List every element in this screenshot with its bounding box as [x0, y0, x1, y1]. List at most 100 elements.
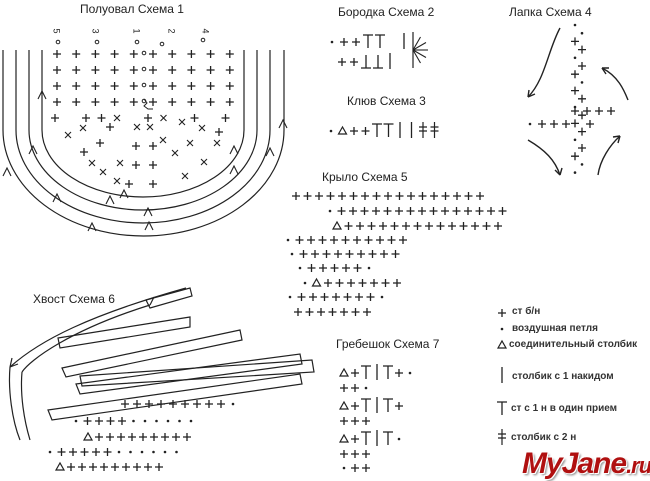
sc-plus-icon: [393, 279, 401, 287]
sc-plus-icon: [128, 433, 136, 441]
sc-plus-icon: [53, 82, 61, 90]
sc-plus-icon: [328, 308, 337, 316]
chain-dot-icon: [580, 31, 584, 35]
sc-plus-icon: [578, 94, 586, 103]
sc-plus-icon: [344, 222, 353, 230]
sc-plus-icon: [168, 66, 177, 74]
sc-plus-icon: [571, 86, 579, 95]
sc-plus-icon: [453, 192, 461, 200]
chain-dot-icon: [189, 419, 193, 423]
sc-plus-icon: [352, 38, 360, 46]
sc-plus-icon: [350, 58, 358, 66]
sc-plus-icon: [125, 180, 133, 188]
chain-dot-icon: [48, 450, 52, 454]
sc-plus-icon: [57, 448, 66, 456]
tail-outline-line: [21, 304, 151, 373]
sc-plus-icon: [364, 236, 373, 244]
arrow-head-icon: [554, 167, 563, 176]
slip-stitch-triangle-icon: [331, 220, 343, 230]
tail-outline-line: [8, 366, 31, 441]
sc-plus-icon: [299, 250, 308, 258]
sc-plus-icon: [80, 148, 88, 156]
sc-plus-icon: [82, 114, 90, 122]
row-number: 5: [51, 28, 62, 34]
scheme1-title: Полуовал Схема 1: [80, 2, 184, 16]
chain-dot-icon: [328, 209, 332, 213]
chain-dot-icon: [303, 281, 307, 285]
sc-plus-icon: [149, 180, 157, 188]
sc-plus-icon: [395, 402, 403, 410]
sc-plus-icon: [418, 207, 426, 215]
scheme3-title: Клюв Схема 3: [347, 94, 426, 108]
sc-plus-icon: [335, 279, 344, 287]
sc-plus-icon: [571, 107, 579, 115]
sc-plus-icon: [132, 161, 140, 169]
sc-plus-icon: [357, 250, 365, 258]
direction-arrow-icon: [229, 164, 239, 175]
sc-plus-icon: [129, 82, 138, 90]
dc-together-t-icon: [383, 365, 393, 379]
sc-plus-icon: [149, 66, 157, 74]
inverted-t-icon: [373, 55, 383, 69]
sc-plus-icon: [586, 120, 594, 128]
row-number: 4: [200, 28, 211, 34]
chain-dot-icon: [178, 419, 181, 423]
sc-plus-icon: [351, 450, 359, 458]
sc-plus-icon: [106, 433, 114, 441]
sc-plus-icon: [353, 236, 361, 244]
chain-dot-icon: [329, 129, 333, 133]
sc-plus-icon: [345, 250, 354, 258]
chain-dot-icon: [380, 295, 384, 299]
dc-together-t-icon: [361, 365, 371, 379]
slip-stitch-triangle-icon: [311, 277, 322, 287]
ring-icon: [141, 82, 147, 88]
sc-plus-icon: [91, 98, 100, 106]
chain-dot-icon: [166, 419, 170, 423]
radiating-line: [412, 49, 427, 58]
sc-plus-icon: [360, 207, 369, 215]
direction-arrow-icon: [229, 144, 239, 155]
cross-icon: [64, 131, 72, 139]
sc-plus-icon: [225, 98, 234, 106]
curved-arrow-line: [527, 27, 561, 98]
sc-plus-icon: [51, 114, 59, 122]
sc-plus-icon: [464, 192, 473, 200]
sc-plus-icon: [110, 82, 119, 90]
ring-icon: [200, 37, 206, 43]
legend-label-dot: воздушная петля: [512, 323, 598, 334]
sc-plus-icon: [353, 264, 362, 272]
sc-plus-icon: [144, 463, 152, 471]
sc-plus-icon: [498, 207, 507, 215]
sc-plus-icon: [340, 308, 348, 316]
sc-plus-icon: [190, 114, 199, 122]
sc-plus-icon: [72, 98, 81, 106]
sc-plus-icon: [441, 207, 449, 215]
tail-feather-band: [79, 359, 315, 387]
ring-icon: [141, 66, 147, 72]
sc-plus-icon: [578, 127, 586, 136]
sc-plus-icon: [338, 192, 346, 200]
dc-together-t-icon: [497, 401, 507, 415]
round-outline-line: [2, 50, 285, 237]
cross-icon: [113, 114, 121, 122]
radiating-line: [412, 49, 421, 64]
chain-dot-icon: [143, 419, 147, 423]
sc-plus-icon: [379, 222, 387, 230]
sc-plus-icon: [315, 192, 323, 200]
direction-arrow-icon: [87, 221, 97, 232]
legend-label-bar: столбик с 1 накидом: [512, 371, 614, 382]
sc-plus-icon: [471, 222, 479, 230]
sc-plus-icon: [383, 207, 392, 215]
sc-plus-icon: [96, 139, 104, 147]
sc-plus-icon: [571, 119, 579, 128]
sc-plus-icon: [349, 192, 358, 200]
sc-plus-icon: [340, 417, 348, 425]
sc-plus-icon: [368, 250, 377, 258]
sc-plus-icon: [106, 123, 114, 131]
sc-plus-icon: [297, 293, 306, 301]
sc-plus-icon: [475, 207, 484, 215]
sc-plus-icon: [406, 207, 415, 215]
cross-icon: [88, 159, 96, 167]
direction-arrow-icon: [143, 206, 153, 217]
sc-plus-icon: [361, 127, 370, 135]
